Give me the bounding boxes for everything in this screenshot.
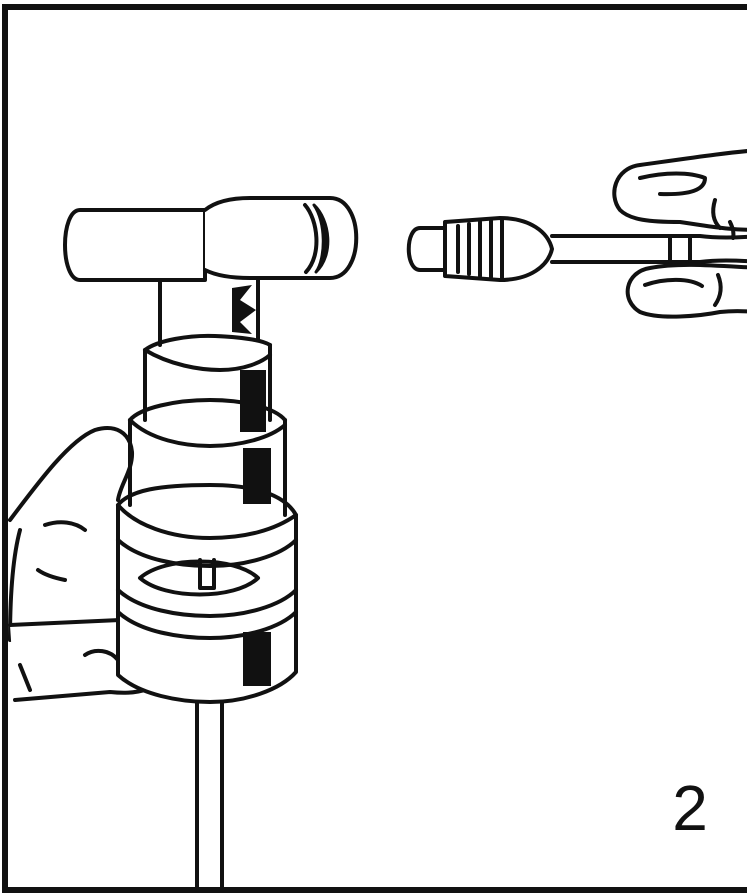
device-upper-section: [143, 333, 272, 432]
right-hand-icon: [612, 149, 747, 319]
panel-border: [2, 4, 747, 893]
device-stem: [195, 698, 224, 892]
device-base: [116, 483, 298, 704]
device-cap: [63, 196, 359, 282]
step-number: 2: [672, 772, 708, 844]
capsule-icon: [406, 216, 692, 282]
